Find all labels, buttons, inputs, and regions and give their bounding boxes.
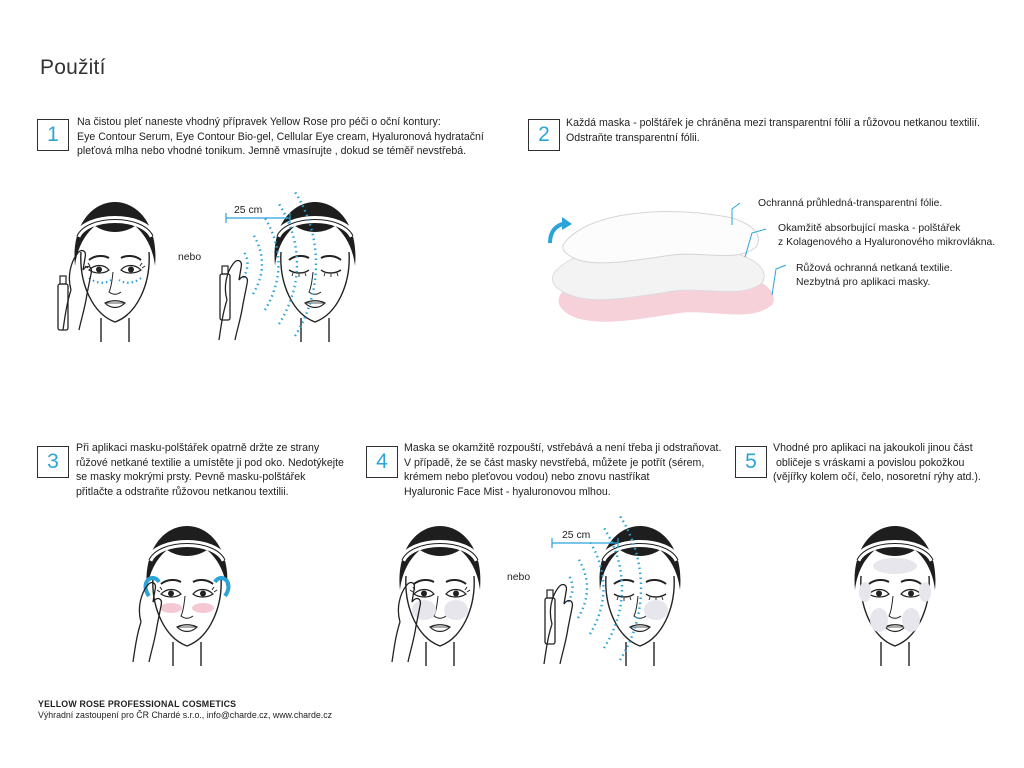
distance-label: 25 cm: [562, 530, 591, 541]
step-3-line: přitlačte a odstraňte růžovou netkanou t…: [76, 485, 289, 498]
step-3-line: Při aplikaci masku-polštářek opatrně drž…: [76, 442, 320, 454]
step-3-line: se masky mokrými prsty. Pevně masku-polš…: [76, 471, 306, 483]
illustration-placing-mask: [132, 510, 257, 680]
step-2-number: 2: [528, 119, 560, 151]
step-4-line: Hyaluronic Face Mist - hyaluronovou mlho…: [404, 485, 611, 498]
layer-label-film: Ochranná průhledná-transparentní fólie.: [758, 198, 942, 209]
layer-label-line: Ochranná průhledná-transparentní fólie.: [758, 198, 943, 209]
step-1-line: Na čistou pleť naneste vhodný přípravek …: [77, 116, 441, 128]
illustration-other-areas: [830, 510, 960, 680]
step-1-number: 1: [37, 119, 69, 151]
step-4-line: krémem nebo pleťovou vodou) nebo znovu n…: [404, 471, 650, 483]
page-title: Použití: [40, 56, 106, 79]
distance-label: 25 cm: [234, 205, 263, 216]
step-3-number: 3: [37, 446, 69, 478]
step-1-line: pleťová mlha nebo vhodné tonikum. Jemně …: [77, 145, 467, 157]
step-4-text: Maska se okamžitě rozpouští, vstřebává a…: [404, 441, 721, 499]
footer: YELLOW ROSE PROFESSIONAL COSMETICS Výhra…: [38, 699, 332, 721]
layer-label-line: Nezbytná pro aplikaci masky.: [796, 277, 931, 288]
layer-label-mask: Okamžitě absorbující maska - polštářek z…: [778, 222, 995, 250]
step-1-text: Na čistou pleť naneste vhodný přípravek …: [77, 115, 484, 159]
or-label: nebo: [178, 252, 202, 263]
footer-contact: Výhradní zastoupení pro ČR Chardé s.r.o.…: [38, 710, 332, 720]
step-2-text: Každá maska - polštářek je chráněna mezi…: [566, 116, 980, 145]
distance-marker: [225, 213, 291, 223]
step-4-line: V případě, že se část masky nevstřebá, m…: [404, 456, 705, 469]
illustration-mask-layers: [548, 202, 787, 322]
step-1-line: Eye Contour Serum, Eye Contour Bio-gel, …: [77, 130, 484, 143]
layer-label-textile: Růžová ochranná netkaná textilie. Nezbyt…: [796, 262, 953, 290]
layer-label-line: Okamžitě absorbující maska - polštářek: [778, 223, 961, 234]
step-3-text: Při aplikaci masku-polštářek opatrně drž…: [76, 441, 344, 499]
step-5-line: obličeje s vráskami a povislou pokožkou: [773, 456, 965, 469]
step-5-number: 5: [735, 446, 767, 478]
distance-marker: [551, 538, 619, 548]
step-2-line: Odstraňte transparentní fólii.: [566, 131, 700, 144]
illustration-face-applying-serum: [57, 186, 180, 356]
or-label: nebo: [507, 572, 531, 583]
layer-label-line: z Kolagenového a Hyaluronového mikrovlák…: [778, 237, 996, 248]
illustration-mask-absorbing: [391, 510, 505, 680]
layer-label-line: Růžová ochranná netkaná textilie.: [796, 263, 953, 274]
step-4-number: 4: [366, 446, 398, 478]
step-4-line: Maska se okamžitě rozpouští, vstřebává a…: [404, 442, 722, 454]
footer-brand: YELLOW ROSE PROFESSIONAL COSMETICS: [38, 699, 237, 709]
step-3-line: růžové netkané textilie a umístěte ji po…: [76, 456, 344, 469]
illustration-face-spray-mist: [218, 191, 385, 356]
step-5-line: (vějířky kolem očí, čelo, nosoretní rýhy…: [773, 471, 981, 483]
step-2-line: Každá maska - polštářek je chráněna mezi…: [566, 117, 980, 129]
step-5-text: Vhodné pro aplikaci na jakoukoli jinou č…: [773, 441, 981, 485]
step-5-line: Vhodné pro aplikaci na jakoukoli jinou č…: [773, 442, 973, 454]
illustration-face-spray-mist: [543, 515, 710, 680]
